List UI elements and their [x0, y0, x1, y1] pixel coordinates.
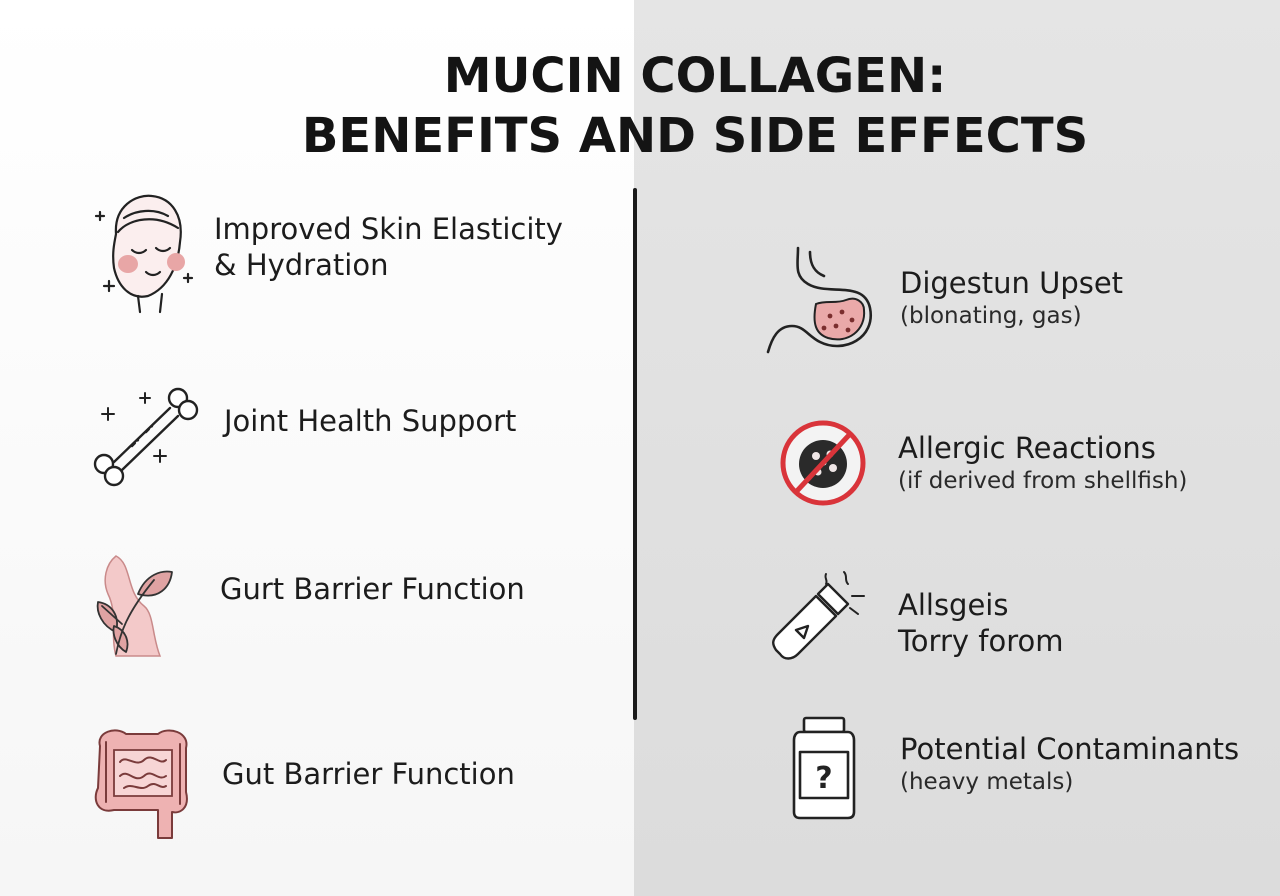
benefit-label-line-2: & Hydration	[214, 248, 389, 282]
supplement-jar-icon: ?	[792, 716, 856, 820]
leaf-tissue-icon	[96, 555, 173, 657]
side-effect-label-line-2: Torry forom	[898, 624, 1064, 658]
side-effect-item-allergic: Allergic Reactions (if derived from shel…	[778, 418, 1187, 508]
bone-icon	[93, 387, 199, 487]
side-effect-label: Potential Contaminants	[900, 732, 1240, 766]
benefit-item-gut-barrier: Gut Barrier Function	[86, 722, 515, 844]
side-effect-item-contaminants: ? Potential Contaminants (heavy metals)	[790, 716, 1239, 822]
face-icon	[94, 194, 194, 314]
benefit-item-skin: Improved Skin Elasticity & Hydration	[86, 188, 563, 314]
benefit-label: Joint Health Support	[224, 404, 517, 438]
side-effect-sub: (heavy metals)	[900, 769, 1074, 795]
no-shellfish-icon	[780, 420, 866, 506]
benefit-item-joint: Joint Health Support	[92, 384, 516, 488]
spilled-bottle-icon	[772, 571, 865, 660]
side-effect-item-allsgeis: Allsgeis Torry forom	[772, 568, 1063, 668]
stomach-icon	[766, 246, 873, 354]
benefit-item-gurt-barrier: Gurt Barrier Function	[92, 554, 525, 658]
side-effect-item-digestive: Digestun Upset (blonating, gas)	[764, 246, 1123, 356]
page-title: MUCIN COLLAGEN: BENEFITS AND SIDE EFFECT…	[0, 46, 1280, 166]
benefit-label: Improved Skin Elasticity	[214, 212, 563, 246]
side-effect-label: Allsgeis	[898, 588, 1009, 622]
benefit-label: Gurt Barrier Function	[220, 572, 525, 606]
side-effect-label: Allergic Reactions	[898, 431, 1156, 465]
title-line-1: MUCIN COLLAGEN:	[443, 48, 947, 104]
side-effect-label: Digestun Upset	[900, 266, 1124, 300]
center-divider	[633, 188, 637, 720]
side-effect-sub: (if derived from shellfish)	[898, 468, 1188, 494]
intestine-icon	[94, 729, 188, 839]
side-effects-panel-background	[634, 0, 1280, 896]
svg-text:?: ?	[815, 761, 832, 796]
benefit-label: Gut Barrier Function	[222, 757, 515, 791]
title-line-2: BENEFITS AND SIDE EFFECTS	[301, 108, 1089, 164]
side-effect-sub: (blonating, gas)	[900, 303, 1082, 329]
